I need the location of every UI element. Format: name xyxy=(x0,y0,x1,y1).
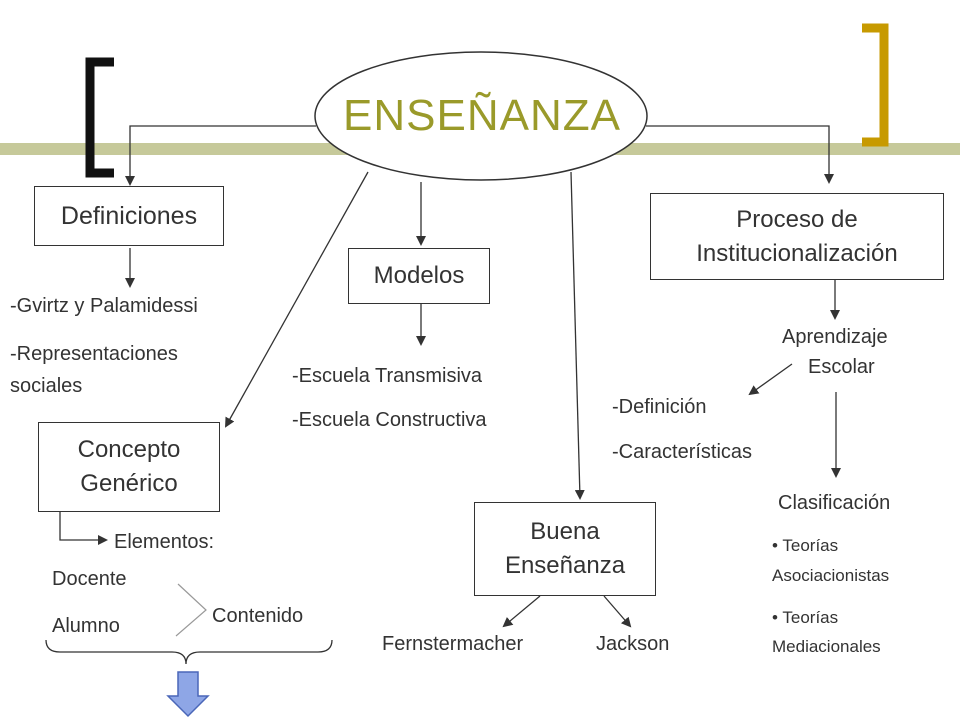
buena-label-line1: Buena xyxy=(530,518,600,546)
box-buena-ensenanza: Buena Enseñanza xyxy=(474,502,656,596)
down-arrow-icon xyxy=(166,671,210,718)
definiciones-label: Definiciones xyxy=(60,201,198,230)
angle-bracket xyxy=(175,583,207,637)
concepto-label-line2: Genérico xyxy=(80,470,178,497)
aprendizaje-line1: Aprendizaje xyxy=(782,326,888,348)
arrow-to-jackson xyxy=(603,595,632,628)
proceso-item-1: -Definición xyxy=(612,396,707,418)
docente-label: Docente xyxy=(52,568,127,590)
teoria-2-line2: Mediacionales xyxy=(772,637,881,656)
arrow-to-proceso xyxy=(646,125,834,184)
elementos-label: Elementos: xyxy=(114,531,215,553)
arrow-aprendizaje-definicion xyxy=(748,363,793,396)
title-ensenanza: ENSEÑANZA xyxy=(343,91,621,140)
concepto-label-line1: Concepto xyxy=(77,436,181,464)
buena-label-line2: Enseñanza xyxy=(504,552,626,579)
definiciones-item-3: sociales xyxy=(10,375,83,397)
arrow-to-concepto xyxy=(225,171,369,428)
proceso-item-2: -Características xyxy=(612,441,753,463)
arrow-to-buena xyxy=(570,171,585,500)
box-modelos: Modelos xyxy=(348,248,490,304)
clasificacion-label: Clasificación xyxy=(778,492,891,514)
box-definiciones: Definiciones xyxy=(34,186,224,246)
arrow-to-definiciones xyxy=(125,125,316,186)
modelos-item-2: -Escuela Constructiva xyxy=(292,409,487,431)
box-concepto-generico: Concepto Genérico xyxy=(38,422,220,512)
proceso-label-line2: Institucionalización xyxy=(696,239,898,267)
modelos-item-1: -Escuela Transmisiva xyxy=(292,365,483,387)
author-jackson: Jackson xyxy=(596,633,670,655)
contenido-label: Contenido xyxy=(212,605,304,627)
alumno-label: Alumno xyxy=(52,615,120,637)
right-bracket xyxy=(862,23,889,147)
aprendizaje-line2: Escolar xyxy=(808,356,875,378)
modelos-label: Modelos xyxy=(373,262,465,289)
definiciones-item-1: -Gvirtz y Palamidessi xyxy=(10,295,198,317)
teoria-1-line1: • Teorías xyxy=(772,536,839,555)
left-bracket xyxy=(85,57,114,178)
proceso-label-line1: Proceso de xyxy=(736,205,858,233)
arrow-to-fernstermacher xyxy=(502,595,541,628)
teoria-1-line2: Asociacionistas xyxy=(772,566,890,585)
arrow-concepto-elementos xyxy=(59,512,108,545)
definiciones-item-2: -Representaciones xyxy=(10,343,178,365)
title-ellipse xyxy=(314,51,648,181)
curly-brace xyxy=(45,639,333,665)
box-proceso: Proceso de Institucionalización xyxy=(650,193,944,280)
author-fernstermacher: Fernstermacher xyxy=(382,633,524,655)
teoria-2-line1: • Teorías xyxy=(772,608,839,627)
